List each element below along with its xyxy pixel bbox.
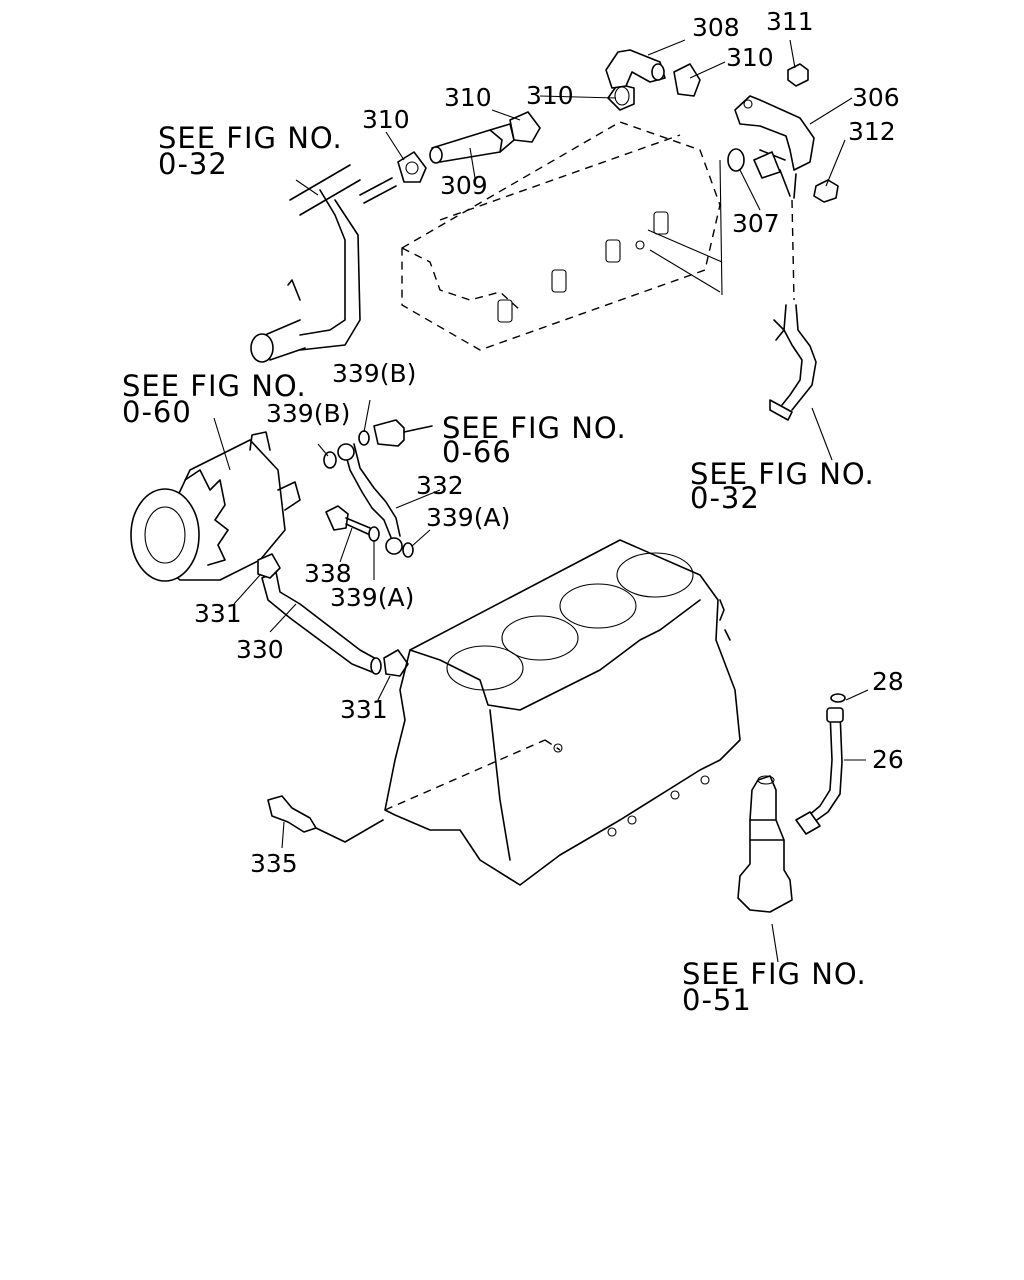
see-fig-032-right-line2: 0-32 bbox=[690, 481, 760, 515]
bolt-311 bbox=[787, 63, 809, 87]
connector-335 bbox=[267, 795, 384, 843]
clamp-310-mid bbox=[509, 111, 541, 143]
see-fig-051-line1: SEE FIG NO. bbox=[682, 957, 867, 991]
label-335: 335 bbox=[250, 849, 298, 878]
label-26: 26 bbox=[872, 745, 904, 774]
washer-339b-top bbox=[358, 430, 370, 446]
label-330: 330 bbox=[236, 635, 284, 664]
gasket-307 bbox=[727, 148, 745, 172]
bolt-339b bbox=[373, 419, 433, 447]
water-pipe-left bbox=[250, 164, 397, 363]
label-309: 309 bbox=[440, 171, 488, 200]
washer-339a-right bbox=[402, 542, 414, 558]
washer-339a-bottom bbox=[368, 526, 380, 542]
label-310-right: 310 bbox=[726, 43, 774, 72]
label-339a-bottom: 339(A) bbox=[330, 583, 414, 612]
see-fig-032-top-line2: 0-32 bbox=[158, 147, 228, 181]
clamp-310-left bbox=[397, 151, 427, 183]
see-fig-060-line2: 0-60 bbox=[122, 395, 192, 429]
label-310-left: 310 bbox=[362, 105, 410, 134]
cylinder-head-phantom bbox=[401, 121, 723, 351]
label-331-top: 331 bbox=[194, 599, 242, 628]
nut-312 bbox=[813, 179, 839, 203]
hose-308 bbox=[605, 49, 666, 89]
clamp-331-top bbox=[257, 553, 281, 579]
see-fig-032-right-line1: SEE FIG NO. bbox=[690, 457, 875, 491]
clamp-310-right bbox=[673, 63, 701, 97]
label-332: 332 bbox=[416, 471, 464, 500]
see-fig-066-line2: 0-66 bbox=[442, 435, 512, 469]
see-fig-032-top-line1: SEE FIG NO. bbox=[158, 121, 343, 155]
oil-pipe-332 bbox=[337, 443, 403, 555]
oil-filter-body bbox=[737, 775, 821, 913]
label-331-bottom: 331 bbox=[340, 695, 388, 724]
washer-339b-left bbox=[323, 451, 337, 469]
see-fig-066-line1: SEE FIG NO. bbox=[442, 411, 627, 445]
label-308: 308 bbox=[692, 13, 740, 42]
label-339a-right: 339(A) bbox=[426, 503, 510, 532]
label-312: 312 bbox=[848, 117, 896, 146]
hose-330 bbox=[261, 571, 382, 675]
o-ring-28 bbox=[830, 693, 846, 703]
see-fig-060-line1: SEE FIG NO. bbox=[122, 369, 307, 403]
see-fig-051-line2: 0-51 bbox=[682, 983, 752, 1017]
label-311: 311 bbox=[766, 7, 814, 36]
label-310-mid: 310 bbox=[444, 83, 492, 112]
pipe-306 bbox=[734, 95, 815, 199]
label-338: 338 bbox=[304, 559, 352, 588]
cylinder-block bbox=[384, 539, 741, 886]
water-pipe-right bbox=[769, 199, 817, 421]
label-310-upper: 310 bbox=[526, 81, 574, 110]
label-339b-left: 339(B) bbox=[266, 399, 350, 428]
label-306: 306 bbox=[852, 83, 900, 112]
leader-lines bbox=[213, 39, 869, 963]
label-307: 307 bbox=[732, 209, 780, 238]
oil-pipe-26 bbox=[807, 707, 844, 823]
bolt-338 bbox=[325, 505, 371, 535]
label-339b-top: 339(B) bbox=[332, 359, 416, 388]
clamp-331-bottom bbox=[383, 649, 409, 677]
label-28: 28 bbox=[872, 667, 904, 696]
